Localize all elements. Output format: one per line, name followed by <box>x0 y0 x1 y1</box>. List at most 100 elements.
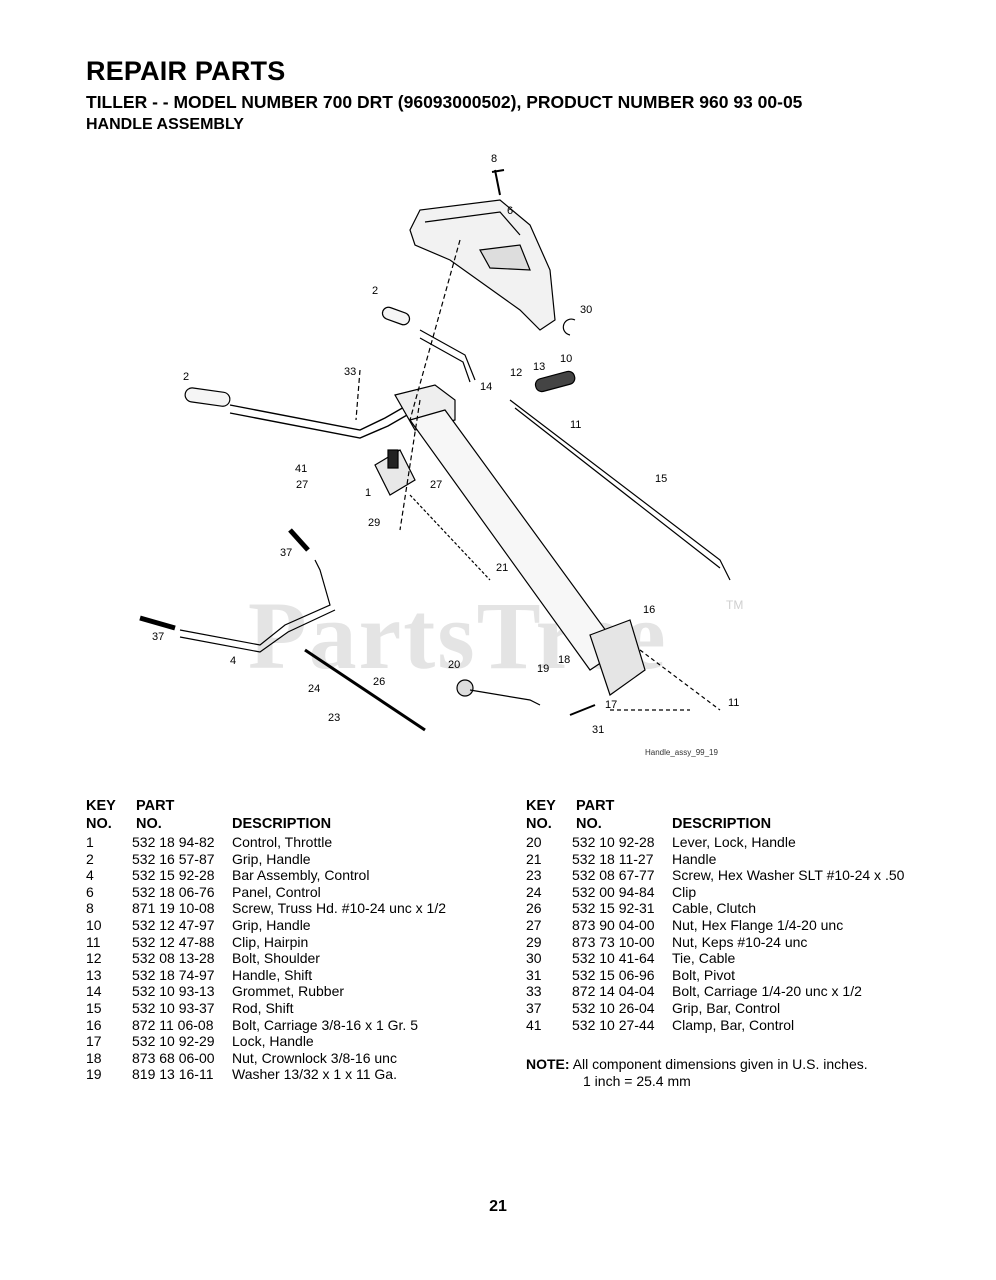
part-description: Control, Throttle <box>232 834 333 850</box>
header-key-no: NO. <box>86 816 112 832</box>
callout-label: 19 <box>537 663 549 675</box>
part-key: 19 <box>86 1066 102 1083</box>
part-number: 532 08 67-77 <box>572 867 655 884</box>
header-part: PART <box>136 798 175 814</box>
callout-label: 2 <box>183 371 189 383</box>
callout-label: 27 <box>430 479 442 491</box>
part-number: 532 10 41-64 <box>572 950 655 967</box>
part-description: Rod, Shift <box>232 999 294 1016</box>
part-number: 871 19 10-08 <box>132 900 215 917</box>
part-number: 532 18 11-27 <box>572 850 654 867</box>
part-number: 532 12 47-97 <box>132 916 215 933</box>
part-number: 532 10 92-28 <box>572 834 655 850</box>
part-description: Nut, Hex Flange 1/4-20 unc <box>672 916 844 933</box>
part-number: 532 15 92-28 <box>132 867 215 884</box>
part-description: Grip, Handle <box>232 850 311 867</box>
grip-left-part <box>184 387 231 407</box>
part-number: 532 00 94-84 <box>572 883 655 900</box>
part-description: Bolt, Carriage 1/4-20 unc x 1/2 <box>672 983 862 1000</box>
part-key: 37 <box>526 999 542 1016</box>
callout-label: 11 <box>728 697 739 709</box>
part-number: 532 15 92-31 <box>572 900 655 917</box>
table-row: 24 532 00 94-84 Clip <box>526 884 946 901</box>
header-description: DESCRIPTION <box>672 816 772 832</box>
part-description: Tie, Cable <box>672 950 736 967</box>
main-handle-tube <box>409 409 621 671</box>
page-number: 21 <box>489 1198 507 1215</box>
grip-right-part <box>534 370 576 393</box>
note-line2: 1 inch = 25.4 mm <box>583 1072 691 1089</box>
part-key: 24 <box>526 883 542 900</box>
callout-label: 30 <box>580 304 592 316</box>
part-key: 41 <box>526 1016 542 1033</box>
watermark-trademark: TM <box>726 598 744 612</box>
callout-label: 26 <box>373 676 385 688</box>
part-key: 17 <box>86 1033 102 1050</box>
callout-label: 4 <box>230 655 236 667</box>
header-key: KEY <box>526 798 556 814</box>
part-number: 532 08 13-28 <box>132 950 215 967</box>
callout-label: 13 <box>533 361 545 373</box>
dimension-note: NOTE: All component dimensions given in … <box>526 1056 868 1089</box>
part-key: 16 <box>86 1016 102 1033</box>
note-line1: All component dimensions given in U.S. i… <box>572 1056 868 1072</box>
shift-rod-part <box>509 399 731 581</box>
model-subtitle: TILLER - - MODEL NUMBER 700 DRT (9609300… <box>86 92 803 112</box>
part-key: 20 <box>526 834 542 850</box>
table-row: 20 532 10 92-28 Lever, Lock, Handle <box>526 834 946 851</box>
pivot-plate <box>589 619 646 696</box>
callout-label: 18 <box>558 654 570 666</box>
part-key: 4 <box>86 867 94 884</box>
section-title: HANDLE ASSEMBLY <box>86 116 244 133</box>
callout-label: 37 <box>152 631 164 643</box>
part-description: Bar Assembly, Control <box>232 867 370 884</box>
part-description: Lever, Lock, Handle <box>672 834 796 850</box>
callout-label: 31 <box>592 724 604 736</box>
table-row: 10 532 12 47-97 Grip, Handle <box>86 917 506 934</box>
part-key: 31 <box>526 966 542 983</box>
callout-label: 27 <box>296 479 308 491</box>
part-description: Nut, Keps #10-24 unc <box>672 933 808 950</box>
callout-label: 20 <box>448 659 460 671</box>
part-key: 29 <box>526 933 542 950</box>
header-part-no: NO. <box>136 816 162 832</box>
lock-lever-part <box>456 679 474 697</box>
callout-label: 10 <box>560 353 572 365</box>
part-key: 8 <box>86 900 94 917</box>
part-number: 532 10 93-13 <box>132 983 215 1000</box>
callout-label: 14 <box>480 381 492 393</box>
handle-bar-left <box>229 394 426 431</box>
part-key: 10 <box>86 916 102 933</box>
part-description: Grip, Handle <box>232 916 311 933</box>
part-number: 872 14 04-04 <box>572 983 655 1000</box>
part-description: Bolt, Shoulder <box>232 950 320 967</box>
part-description: Screw, Truss Hd. #10-24 unc x 1/2 <box>232 900 446 917</box>
part-number: 873 68 06-00 <box>132 1049 215 1066</box>
part-description: Bolt, Carriage 3/8-16 x 1 Gr. 5 <box>232 1016 418 1033</box>
part-description: Bolt, Pivot <box>672 966 736 983</box>
part-key: 26 <box>526 900 542 917</box>
callout-label: 29 <box>368 517 380 529</box>
callout-label: 21 <box>496 562 508 574</box>
diagram-caption: Handle_assy_99_19 <box>645 748 718 757</box>
part-description: Clip <box>672 883 697 900</box>
screw-part <box>491 169 505 196</box>
header-part-no: NO. <box>576 816 602 832</box>
part-description: Handle, Shift <box>232 966 313 983</box>
part-number: 872 11 06-08 <box>132 1016 214 1033</box>
table-row: 8 871 19 10-08 Screw, Truss Hd. #10-24 unc… <box>86 900 506 917</box>
part-description: Grommet, Rubber <box>232 983 345 1000</box>
part-number: 532 10 92-29 <box>132 1033 215 1050</box>
part-number: 873 90 04-00 <box>572 916 655 933</box>
header-key-no: NO. <box>526 816 552 832</box>
part-key: 12 <box>86 950 102 967</box>
